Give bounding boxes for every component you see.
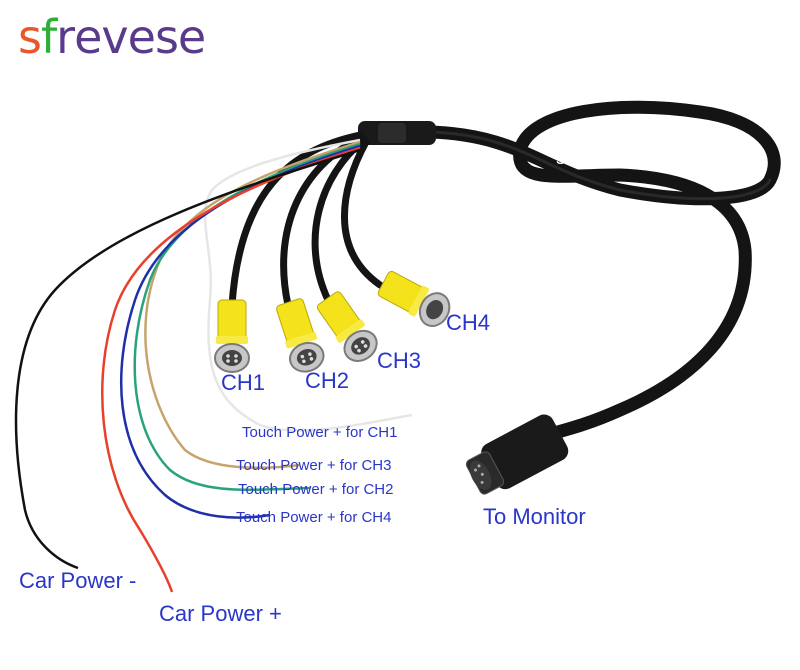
label-car-power-positive: Car Power + <box>159 601 282 626</box>
wire-tan <box>144 140 361 470</box>
label-touch-ch2: Touch Power + for CH2 <box>238 481 394 498</box>
label-ch4: CH4 <box>446 310 491 335</box>
brand-letter: e <box>74 10 102 64</box>
label-ch1: CH1 <box>221 370 266 395</box>
brand-letter: e <box>177 10 206 64</box>
label-touch-ch3: Touch Power + for CH3 <box>236 457 392 474</box>
wire-green <box>133 142 361 492</box>
label-touch-ch1: Touch Power + for CH1 <box>242 424 398 441</box>
watermark-text: sfrevese <box>556 148 632 169</box>
wire-red <box>101 146 361 593</box>
wire-black <box>14 148 361 570</box>
brand-letter: r <box>56 10 75 64</box>
ch2-connector <box>276 298 325 373</box>
ch4-cable <box>341 138 384 289</box>
brand-letter: s <box>154 10 179 64</box>
ch3-connector <box>316 291 378 362</box>
label-to-monitor: To Monitor <box>483 504 586 529</box>
brand-logo: sfrevese <box>18 10 206 64</box>
ch4-connector <box>377 270 451 327</box>
brand-letter: e <box>127 10 156 64</box>
label-car-power-negative: Car Power - <box>19 568 137 593</box>
label-ch2: CH2 <box>305 368 350 393</box>
ch1-cable <box>228 131 364 309</box>
brand-letter: s <box>18 10 42 64</box>
brand-letter: f <box>40 10 57 64</box>
brand-letter: v <box>101 10 128 64</box>
label-touch-ch4: Touch Power + for CH4 <box>236 509 392 526</box>
monitor-connector <box>465 414 569 495</box>
ch1-connector <box>214 299 250 373</box>
wire-white <box>203 138 413 432</box>
label-ch3: CH3 <box>377 348 422 373</box>
